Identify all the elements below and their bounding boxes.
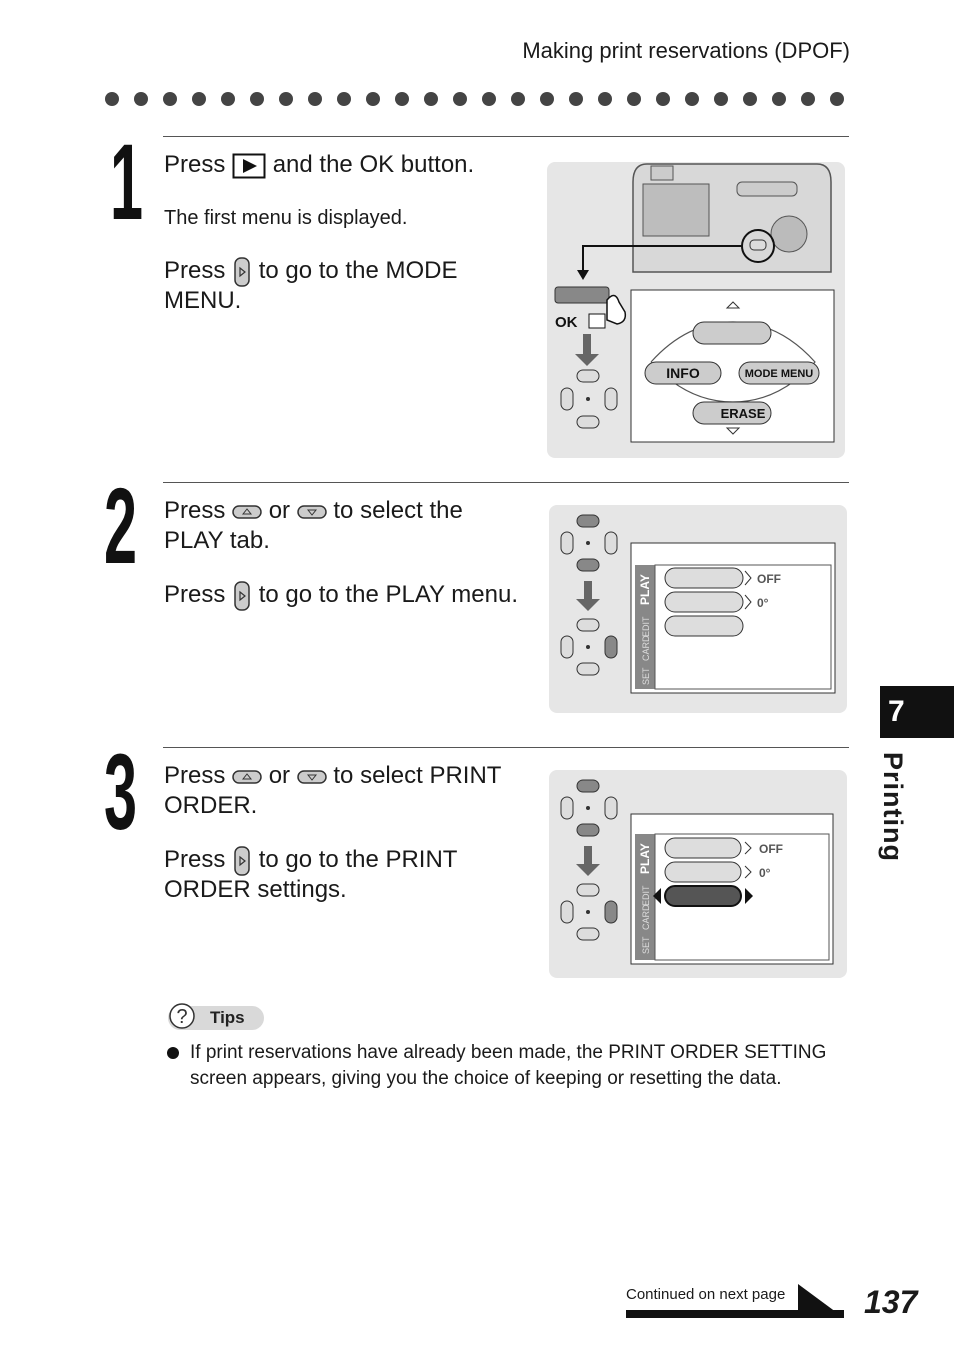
tab-edit: EDIT	[641, 616, 651, 637]
tab-set: SET	[641, 936, 651, 954]
chapter-number-tab: 7	[880, 686, 954, 738]
tab-play: PLAY	[638, 843, 652, 874]
step-3-rule	[163, 747, 849, 748]
step-1-rule	[163, 136, 849, 137]
tab-card: CARD	[641, 904, 651, 930]
page-header-title: Making print reservations (DPOF)	[522, 38, 850, 63]
step-1-note: The first menu is displayed.	[164, 207, 408, 229]
continued-arrow	[626, 1284, 844, 1318]
info-label: INFO	[666, 365, 700, 381]
step-2-illustration: PLAY EDIT CARD SET OFF 0°	[549, 505, 847, 713]
camera-and-menu-diagram: OK INFO MODE MENU ERASE	[554, 163, 835, 443]
arrow-right-button-icon	[234, 845, 250, 876]
step-3-number: 3	[104, 731, 138, 852]
step-1-instruction-2b: MENU.	[164, 287, 242, 314]
tab-play: PLAY	[638, 574, 652, 605]
svg-text:?: ?	[176, 1006, 187, 1028]
mode-menu-label: MODE MENU	[745, 368, 814, 380]
step-3-instruction-2: Press to go to the PRINT	[164, 845, 457, 876]
ok-label: OK	[555, 314, 578, 331]
rotate-value: 0°	[759, 866, 771, 880]
step-3-instruction-1b: ORDER.	[164, 792, 258, 819]
step-3-instruction-1: Press or to select PRINT	[164, 762, 502, 789]
step-2-rule	[163, 482, 849, 483]
step-1-number: 1	[110, 121, 144, 242]
tab-card: CARD	[641, 635, 651, 661]
step-1-illustration: OK INFO MODE MENU ERASE	[547, 162, 845, 458]
step-1-instruction-1: Press and the OK button.	[164, 151, 475, 179]
continued-text: Continued on next page	[626, 1286, 786, 1303]
arrow-down-button-icon	[296, 504, 327, 519]
erase-label: ERASE	[721, 406, 766, 421]
step-2-instruction-1b: PLAY tab.	[164, 527, 270, 554]
arrow-down-button-icon	[296, 769, 327, 784]
arrow-up-button-icon	[232, 504, 262, 519]
step-3-instruction-2b: ORDER settings.	[164, 876, 347, 903]
arrow-right-button-icon	[234, 580, 250, 611]
question-icon: ?	[169, 1003, 195, 1029]
chapter-title: Printing	[878, 752, 908, 862]
page-number: 137	[864, 1284, 918, 1320]
print-order-menu-diagram: PLAY EDIT CARD SET OFF 0°	[560, 779, 834, 965]
tip-bullet	[167, 1047, 179, 1059]
protect-off-value: OFF	[757, 572, 781, 586]
step-2-number: 2	[104, 465, 138, 586]
playback-button-icon	[232, 153, 266, 179]
step-3-illustration: PLAY EDIT CARD SET OFF 0°	[549, 770, 847, 978]
step-1-instruction-2: Press to go to the MODE	[164, 256, 457, 287]
dotted-separator	[105, 92, 844, 106]
protect-off-value: OFF	[759, 842, 783, 856]
play-menu-diagram: PLAY EDIT CARD SET OFF 0°	[560, 514, 836, 694]
rotate-value: 0°	[757, 596, 769, 610]
tab-edit: EDIT	[641, 885, 651, 906]
arrow-up-button-icon	[232, 769, 262, 784]
step-2-instruction-2: Press to go to the PLAY menu.	[164, 580, 518, 611]
arrow-right-button-icon	[234, 256, 250, 287]
tip-text: If print reservations have already been …	[190, 1042, 827, 1089]
tab-set: SET	[641, 667, 651, 685]
step-2-instruction-1: Press or to select the	[164, 497, 463, 524]
tips-label: Tips	[210, 1008, 245, 1027]
